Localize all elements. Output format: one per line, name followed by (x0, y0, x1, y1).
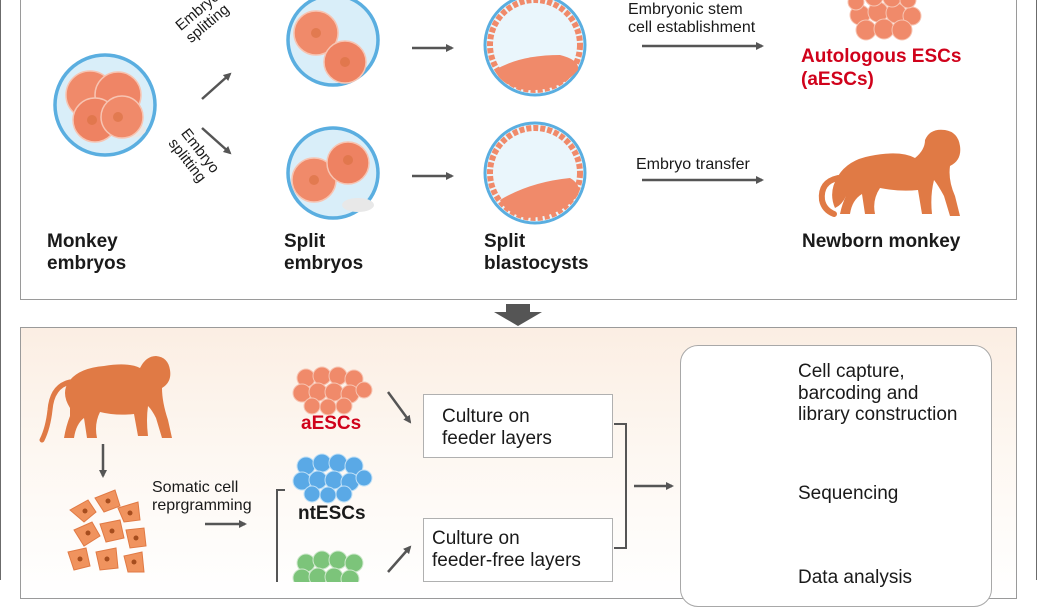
split-embryo-top-icon (286, 0, 380, 87)
ntescs-label: ntESCs (298, 503, 366, 524)
newborn-monkey-icon (818, 129, 961, 217)
aescs-abbrev-label: (aESCs) (801, 69, 874, 90)
blastocyst-bottom-icon (483, 121, 587, 225)
autologous-escs-label: Autologous ESCs (801, 46, 962, 67)
split-embryos-label-line1: Split (284, 231, 326, 252)
panel-down-arrow (494, 304, 542, 326)
esc-establishment-label-line2: cell establishment (628, 19, 756, 36)
culture-feeder-free-line2: feeder-free layers (432, 550, 581, 571)
somatic-reprogramming-label-line2: reprgramming (152, 497, 252, 514)
blastocyst-top-icon (483, 0, 587, 97)
arrow-to-feeder (386, 391, 412, 424)
split-blastocysts-label-line2: blastocysts (484, 253, 589, 274)
esc-bracket (276, 489, 285, 582)
culture-feeder-free-line1: Culture on (432, 528, 520, 549)
split-embryo-bottom-icon (286, 126, 380, 220)
esc-establishment-label-line1: Embryonic stem (628, 1, 743, 18)
aesc-colony-icon (847, 0, 922, 41)
data-analysis-label: Data analysis (798, 567, 913, 588)
split-blastocysts-label-line1: Split (484, 231, 526, 252)
culture-feeder-line2: feeder layers (442, 428, 552, 449)
adult-monkey-icon (39, 356, 172, 443)
single-cell-analysis-box (680, 345, 992, 607)
green-esc-colony-icon (292, 550, 364, 582)
arrow-split-down (201, 127, 232, 155)
monkey-embryos-label-line2: embryos (47, 253, 127, 274)
monkey-embryo-icon (53, 53, 157, 157)
cell-capture-line1: Cell capture, (798, 361, 905, 382)
culture-feeder-line1: Culture on (442, 406, 530, 427)
aescs-label: aESCs (301, 413, 362, 434)
split-embryos-label-line2: embryos (284, 253, 364, 274)
monkey-embryos-label-line1: Monkey (47, 231, 118, 252)
cell-capture-line3: library construction (798, 404, 958, 425)
somatic-reprogramming-label-line1: Somatic cell (152, 479, 239, 496)
arrow-split-up (201, 72, 232, 100)
embryo-transfer-label: Embryo transfer (636, 156, 750, 173)
aesc-colony-small-icon (292, 366, 373, 416)
cell-capture-line2: barcoding and (798, 383, 919, 404)
culture-feeder-free-box: Culture on feeder-free layers (423, 518, 613, 582)
culture-feeder-box: Culture on feeder layers (423, 394, 613, 458)
sequencing-label: Sequencing (798, 483, 899, 504)
arrow-to-feeder-free (387, 545, 412, 573)
newborn-monkey-label: Newborn monkey (802, 231, 961, 252)
ntesc-colony-icon (292, 453, 373, 504)
culture-bracket (614, 423, 627, 549)
somatic-cells-icon (67, 489, 147, 573)
